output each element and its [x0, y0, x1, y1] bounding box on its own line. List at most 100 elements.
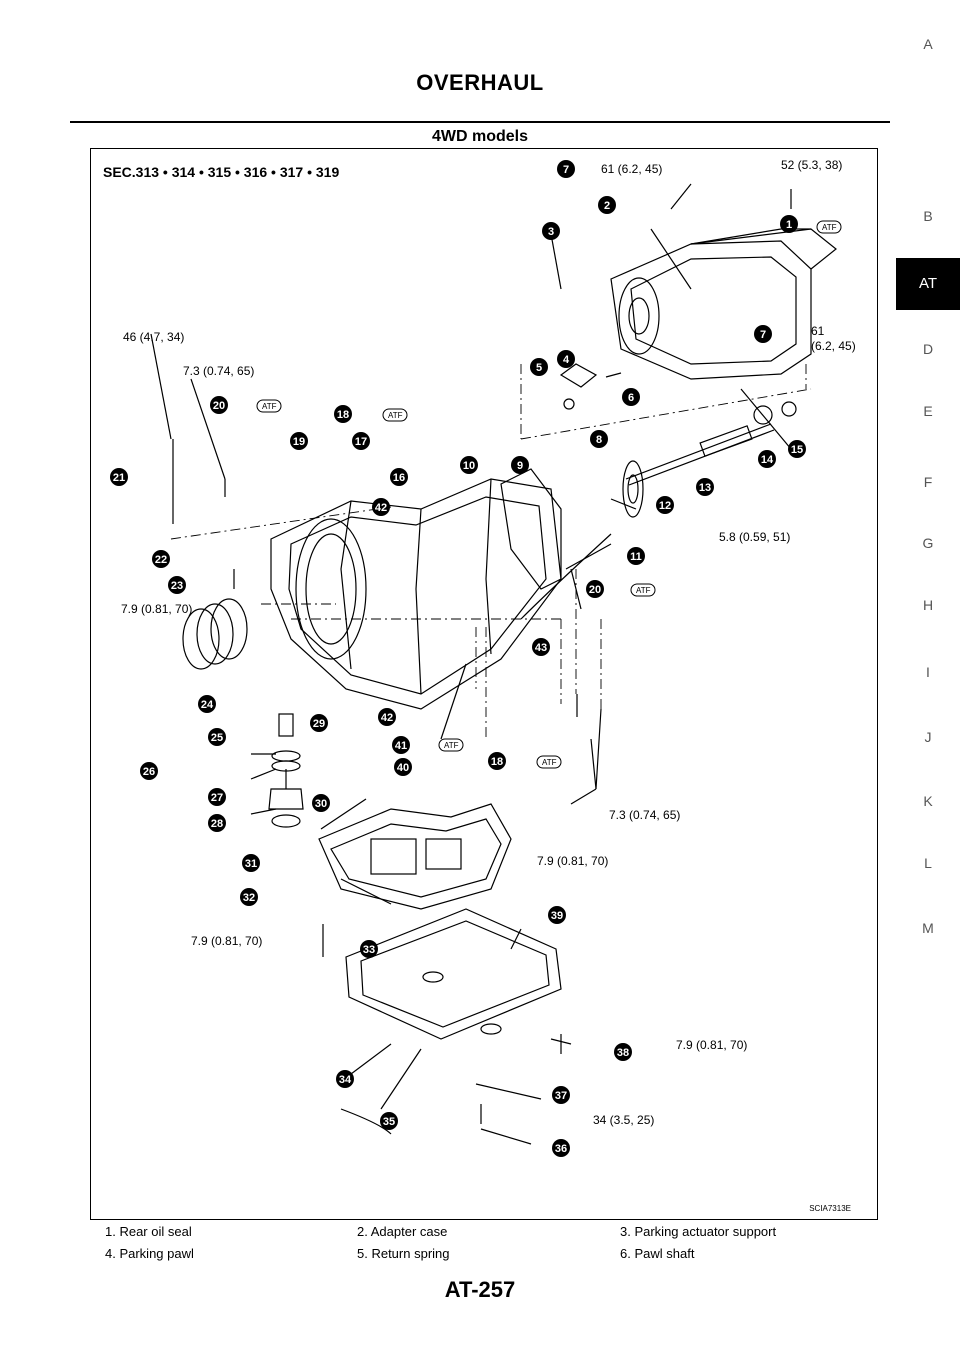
svg-text:37: 37	[555, 1090, 567, 1102]
svg-text:33: 33	[363, 944, 375, 956]
callout-18: 18	[334, 405, 352, 423]
side-tab-h[interactable]: H	[922, 597, 934, 613]
svg-text:5: 5	[536, 362, 542, 374]
svg-text:17: 17	[355, 436, 367, 448]
transmission-parts-illustration	[150, 183, 837, 1145]
torque-spec-5-8: 5.8 (0.59, 51)	[719, 530, 790, 544]
svg-text:30: 30	[315, 798, 327, 810]
side-tab-d[interactable]: D	[922, 341, 934, 357]
caption-5: 5. Return spring	[357, 1246, 450, 1261]
svg-text:20: 20	[213, 400, 225, 412]
svg-text:40: 40	[397, 762, 409, 774]
svg-text:43: 43	[535, 642, 547, 654]
torque-spec-34: 34 (3.5, 25)	[593, 1113, 654, 1127]
atf-label-20: ATF	[262, 402, 277, 411]
atf-label-1: ATF	[822, 223, 837, 232]
callout-15: 15	[788, 440, 806, 458]
callout-27: 27	[208, 788, 226, 806]
side-tab-k[interactable]: K	[923, 793, 933, 809]
svg-text:23: 23	[171, 580, 183, 592]
torque-spec-61b-value: 61	[811, 324, 825, 338]
svg-text:31: 31	[245, 858, 257, 870]
torque-spec-46: 46 (4.7, 34)	[123, 330, 184, 344]
callout-16: 16	[390, 468, 408, 486]
svg-text:42: 42	[381, 712, 393, 724]
callout-7b: 7	[754, 325, 772, 343]
torque-spec-7-9-bolt: 7.9 (0.81, 70)	[191, 934, 262, 948]
svg-text:34: 34	[339, 1074, 352, 1086]
callout-20: 20	[210, 396, 228, 414]
callout-18b: 18	[488, 752, 506, 770]
caption-2: 2. Adapter case	[357, 1224, 448, 1239]
svg-text:26: 26	[143, 766, 155, 778]
side-tab-l[interactable]: L	[924, 855, 932, 871]
svg-text:42: 42	[375, 502, 387, 514]
callout-32: 32	[240, 888, 258, 906]
callout-39: 39	[548, 906, 566, 924]
callout-31: 31	[242, 854, 260, 872]
callout-12: 12	[656, 496, 674, 514]
svg-text:25: 25	[211, 732, 223, 744]
callout-20b: 20	[586, 580, 604, 598]
side-tab-a[interactable]: A	[923, 36, 933, 52]
callout-14: 14	[758, 450, 776, 468]
svg-text:8: 8	[596, 434, 602, 446]
svg-text:15: 15	[791, 444, 803, 456]
svg-text:2: 2	[604, 200, 610, 212]
svg-text:41: 41	[395, 740, 407, 752]
callout-37: 37	[552, 1086, 570, 1104]
caption-4: 4. Parking pawl	[105, 1246, 194, 1261]
side-tab-m[interactable]: M	[922, 920, 934, 936]
page-number: AT-257	[444, 1277, 516, 1302]
atf-label-41: ATF	[444, 741, 459, 750]
atf-labels: ATF ATF ATF ATF ATF ATF	[256, 220, 842, 769]
section-title: 4WD models	[431, 128, 528, 145]
side-tab-at[interactable]: AT	[896, 258, 960, 310]
caption-3: 3. Parking actuator support	[620, 1224, 777, 1239]
side-tab-i[interactable]: I	[926, 664, 930, 680]
svg-text:39: 39	[551, 910, 563, 922]
side-tab-f[interactable]: F	[923, 474, 933, 490]
side-tab-j[interactable]: J	[924, 729, 932, 745]
callout-28: 28	[208, 814, 226, 832]
callout-38: 38	[614, 1043, 632, 1061]
svg-text:13: 13	[699, 482, 711, 494]
exploded-view-figure: SEC.313 • 314 • 315 • 316 • 317 • 319 61…	[90, 148, 878, 1220]
callout-9: 9	[511, 456, 529, 474]
atf-label-18: ATF	[388, 411, 403, 420]
side-tab-b[interactable]: B	[923, 208, 933, 224]
callout-26: 26	[140, 762, 158, 780]
torque-spec-61b-detail: (6.2, 45)	[811, 339, 856, 353]
svg-text:29: 29	[313, 718, 325, 730]
svg-text:3: 3	[548, 226, 554, 238]
callout-21: 21	[110, 468, 128, 486]
callout-1: 1	[780, 215, 798, 233]
callout-29: 29	[310, 714, 328, 732]
callout-42b: 42	[378, 708, 396, 726]
callout-40: 40	[394, 758, 412, 776]
callout-4: 4	[557, 350, 575, 368]
svg-text:7: 7	[563, 164, 569, 176]
callout-23: 23	[168, 576, 186, 594]
torque-specs: 61 (6.2, 45) 52 (5.3, 38) 61 (6.2, 45) 4…	[121, 158, 856, 1127]
side-tab-e[interactable]: E	[923, 403, 933, 419]
svg-text:28: 28	[211, 818, 223, 830]
side-tab-g[interactable]: G	[922, 535, 934, 551]
callout-25: 25	[208, 728, 226, 746]
svg-text:12: 12	[659, 500, 671, 512]
callout-6: 6	[622, 388, 640, 406]
svg-text:9: 9	[517, 460, 523, 472]
svg-text:20: 20	[589, 584, 601, 596]
callout-17: 17	[352, 432, 370, 450]
torque-spec-7-3-top: 7.3 (0.74, 65)	[183, 364, 254, 378]
header-rule	[70, 121, 890, 123]
callout-24: 24	[198, 695, 216, 713]
sec-reference-label: SEC.313 • 314 • 315 • 316 • 317 • 319	[103, 164, 339, 180]
side-tab-index: A B AT D E F G H I J K L M	[896, 0, 960, 1358]
torque-spec-7-9-case: 7.9 (0.81, 70)	[121, 602, 192, 616]
callout-8: 8	[590, 430, 608, 448]
atf-label-20b: ATF	[636, 586, 651, 595]
callout-7: 7	[557, 160, 575, 178]
svg-text:1: 1	[786, 219, 792, 231]
svg-text:27: 27	[211, 792, 223, 804]
